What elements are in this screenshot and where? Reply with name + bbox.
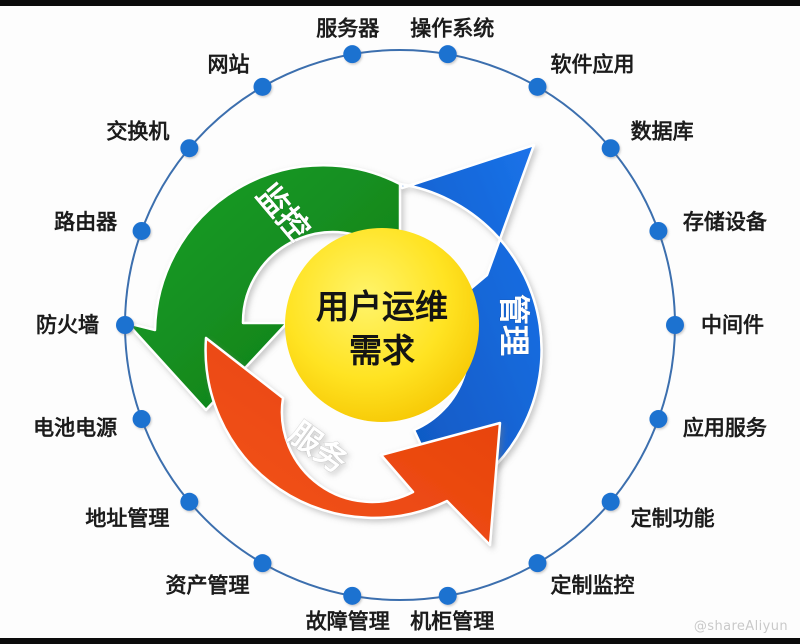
ring-node-label: 地址管理: [85, 506, 169, 530]
ring-node-dot[interactable]: [528, 554, 547, 573]
ring-node-dot[interactable]: [253, 554, 272, 573]
ring-node-dot[interactable]: [180, 139, 199, 158]
ring-node-dot[interactable]: [649, 410, 668, 429]
ring-node-dot[interactable]: [116, 316, 134, 334]
frame-border-top: [0, 0, 800, 6]
ring-node-dot[interactable]: [528, 77, 547, 96]
ring-node-label: 机柜管理: [410, 609, 494, 633]
ring-node-dot[interactable]: [343, 45, 362, 64]
ring-node-dot[interactable]: [132, 221, 151, 240]
ring-node-dot[interactable]: [132, 410, 151, 429]
ring-node-label: 路由器: [54, 210, 118, 234]
cycle-arrows-group: 监控 管理 服务: [125, 143, 543, 547]
center-title-line-2: 需求: [349, 331, 415, 370]
ring-node-label: 交换机: [106, 120, 169, 144]
ring-node-dot[interactable]: [253, 77, 272, 96]
ring-node-dot[interactable]: [649, 221, 668, 240]
ring-node-dot[interactable]: [343, 586, 362, 605]
ring-node-label: 存储设备: [683, 210, 768, 234]
ring-node-dot[interactable]: [438, 45, 457, 64]
ring-node-label: 电池电源: [33, 416, 117, 440]
ring-node-label: 软件应用: [551, 52, 635, 76]
watermark: @shareAliyun: [693, 619, 788, 634]
ring-node-label: 定制监控: [551, 574, 635, 598]
ring-node-label: 定制功能: [631, 506, 715, 530]
ring-node-label: 应用服务: [683, 416, 768, 440]
ring-nodes-group: 服务器 操作系统软件应用数据库存储设备中间件应用服务定制功能定制监控机柜管理故障管…: [33, 17, 768, 634]
center-title-line-1: 用户运维: [316, 287, 448, 326]
ring-node-label: 故障管理: [306, 609, 390, 633]
ring-node-dot[interactable]: [438, 586, 457, 605]
blue-arrow-label: 管理: [495, 294, 531, 356]
ring-node-dot[interactable]: [180, 492, 199, 511]
ring-node-label: 中间件: [701, 313, 764, 337]
center-disc: [285, 228, 479, 422]
frame-border-bottom: [0, 638, 800, 644]
ring-node-dot[interactable]: [601, 492, 620, 511]
ring-node-dot[interactable]: [601, 139, 620, 158]
ring-node-label: 数据库: [631, 120, 694, 144]
green-arrow-monitoring[interactable]: 监控: [125, 164, 402, 412]
ring-node-label: 网站: [208, 52, 250, 76]
ring-node-label: 操作系统: [410, 17, 494, 41]
ring-node-label: 服务器: [316, 17, 380, 41]
ring-node-dot[interactable]: [666, 316, 684, 334]
ring-node-label: 资产管理: [166, 574, 250, 598]
ring-node-label: 防火墙: [36, 313, 99, 337]
